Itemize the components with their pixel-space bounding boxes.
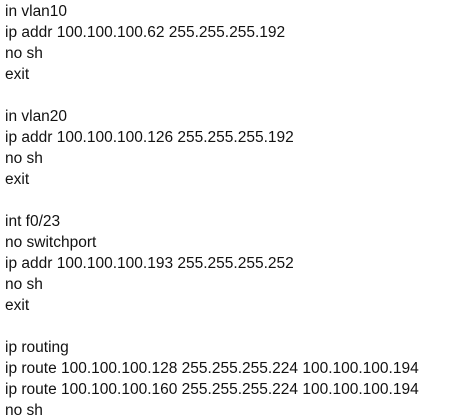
config-line: exit (5, 171, 30, 188)
config-line: int f0/23 (5, 213, 61, 230)
editor-text-area[interactable]: in vlan10 ip addr 100.100.100.62 255.255… (5, 1, 463, 419)
config-line: ip route 100.100.100.128 255.255.255.224… (5, 360, 419, 377)
config-line: in vlan10 (5, 3, 68, 20)
config-line: ip addr 100.100.100.193 255.255.255.252 (5, 255, 294, 272)
config-line: ip addr 100.100.100.62 255.255.255.192 (5, 24, 286, 41)
config-line: ip routing (5, 339, 69, 356)
config-line: in vlan20 (5, 108, 68, 125)
blank-line (5, 85, 463, 106)
config-line: no sh (5, 150, 43, 167)
blank-line (5, 316, 463, 337)
config-line: ip route 100.100.100.160 255.255.255.224… (5, 381, 419, 398)
config-line: ip addr 100.100.100.126 255.255.255.192 (5, 129, 294, 146)
blank-line (5, 190, 463, 211)
config-line: exit (5, 66, 30, 83)
config-line: no sh (5, 402, 43, 419)
config-line: exit (5, 297, 30, 314)
config-line: no switchport (5, 234, 97, 251)
config-line: no sh (5, 276, 43, 293)
config-line: no sh (5, 45, 43, 62)
